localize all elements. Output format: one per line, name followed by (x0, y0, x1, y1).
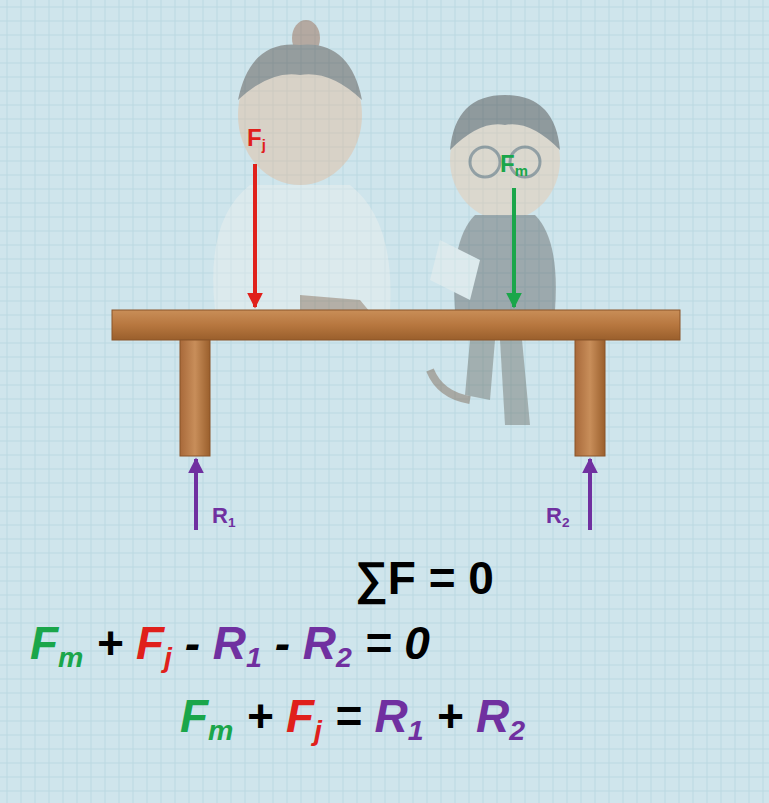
force-label: R2 (546, 505, 569, 527)
bench-leg (575, 340, 605, 456)
symbol: Fj (286, 690, 322, 742)
equation: Fm + Fj - R1 - R2 = 0 (30, 620, 430, 666)
subscript: 2 (509, 714, 525, 746)
subscript: 1 (246, 641, 262, 673)
text-part: - (262, 617, 303, 669)
symbol: Fj (247, 124, 266, 151)
force-arrow (253, 164, 257, 307)
text-part: = 0 (352, 617, 430, 669)
force-label: Fm (500, 152, 528, 176)
symbol: R2 (476, 690, 525, 742)
equation: ∑F = 0 (355, 555, 494, 601)
force-arrow (194, 459, 198, 530)
subscript: m (515, 163, 528, 179)
equation: Fm + Fj = R1 + R2 (180, 693, 525, 739)
subscript: 1 (228, 515, 236, 530)
subscript: 2 (336, 641, 352, 673)
text-part: + (423, 690, 475, 742)
force-label: R1 (212, 505, 235, 527)
force-arrow (512, 188, 516, 307)
bench-top (112, 310, 680, 340)
subscript: m (208, 714, 233, 746)
symbol: R2 (303, 617, 352, 669)
text-part: = (322, 690, 374, 742)
symbol: R1 (213, 617, 262, 669)
subscript: m (58, 641, 83, 673)
subscript: j (164, 641, 172, 673)
bench-leg (180, 340, 210, 456)
symbol: R2 (546, 503, 569, 528)
text-part: ∑F = 0 (355, 552, 494, 604)
subscript: j (262, 137, 266, 153)
text-part: + (83, 617, 135, 669)
force-label: Fj (247, 126, 266, 150)
children-figures (213, 20, 560, 425)
symbol: Fm (180, 690, 233, 742)
subscript: j (314, 714, 322, 746)
subscript: 2 (562, 515, 570, 530)
subscript: 1 (408, 714, 424, 746)
symbol: R1 (212, 503, 235, 528)
text-part: - (172, 617, 213, 669)
symbol: R1 (374, 690, 423, 742)
force-arrow (588, 459, 592, 530)
symbol: Fm (500, 150, 528, 177)
symbol: Fj (136, 617, 172, 669)
text-part: + (233, 690, 285, 742)
symbol: Fm (30, 617, 83, 669)
